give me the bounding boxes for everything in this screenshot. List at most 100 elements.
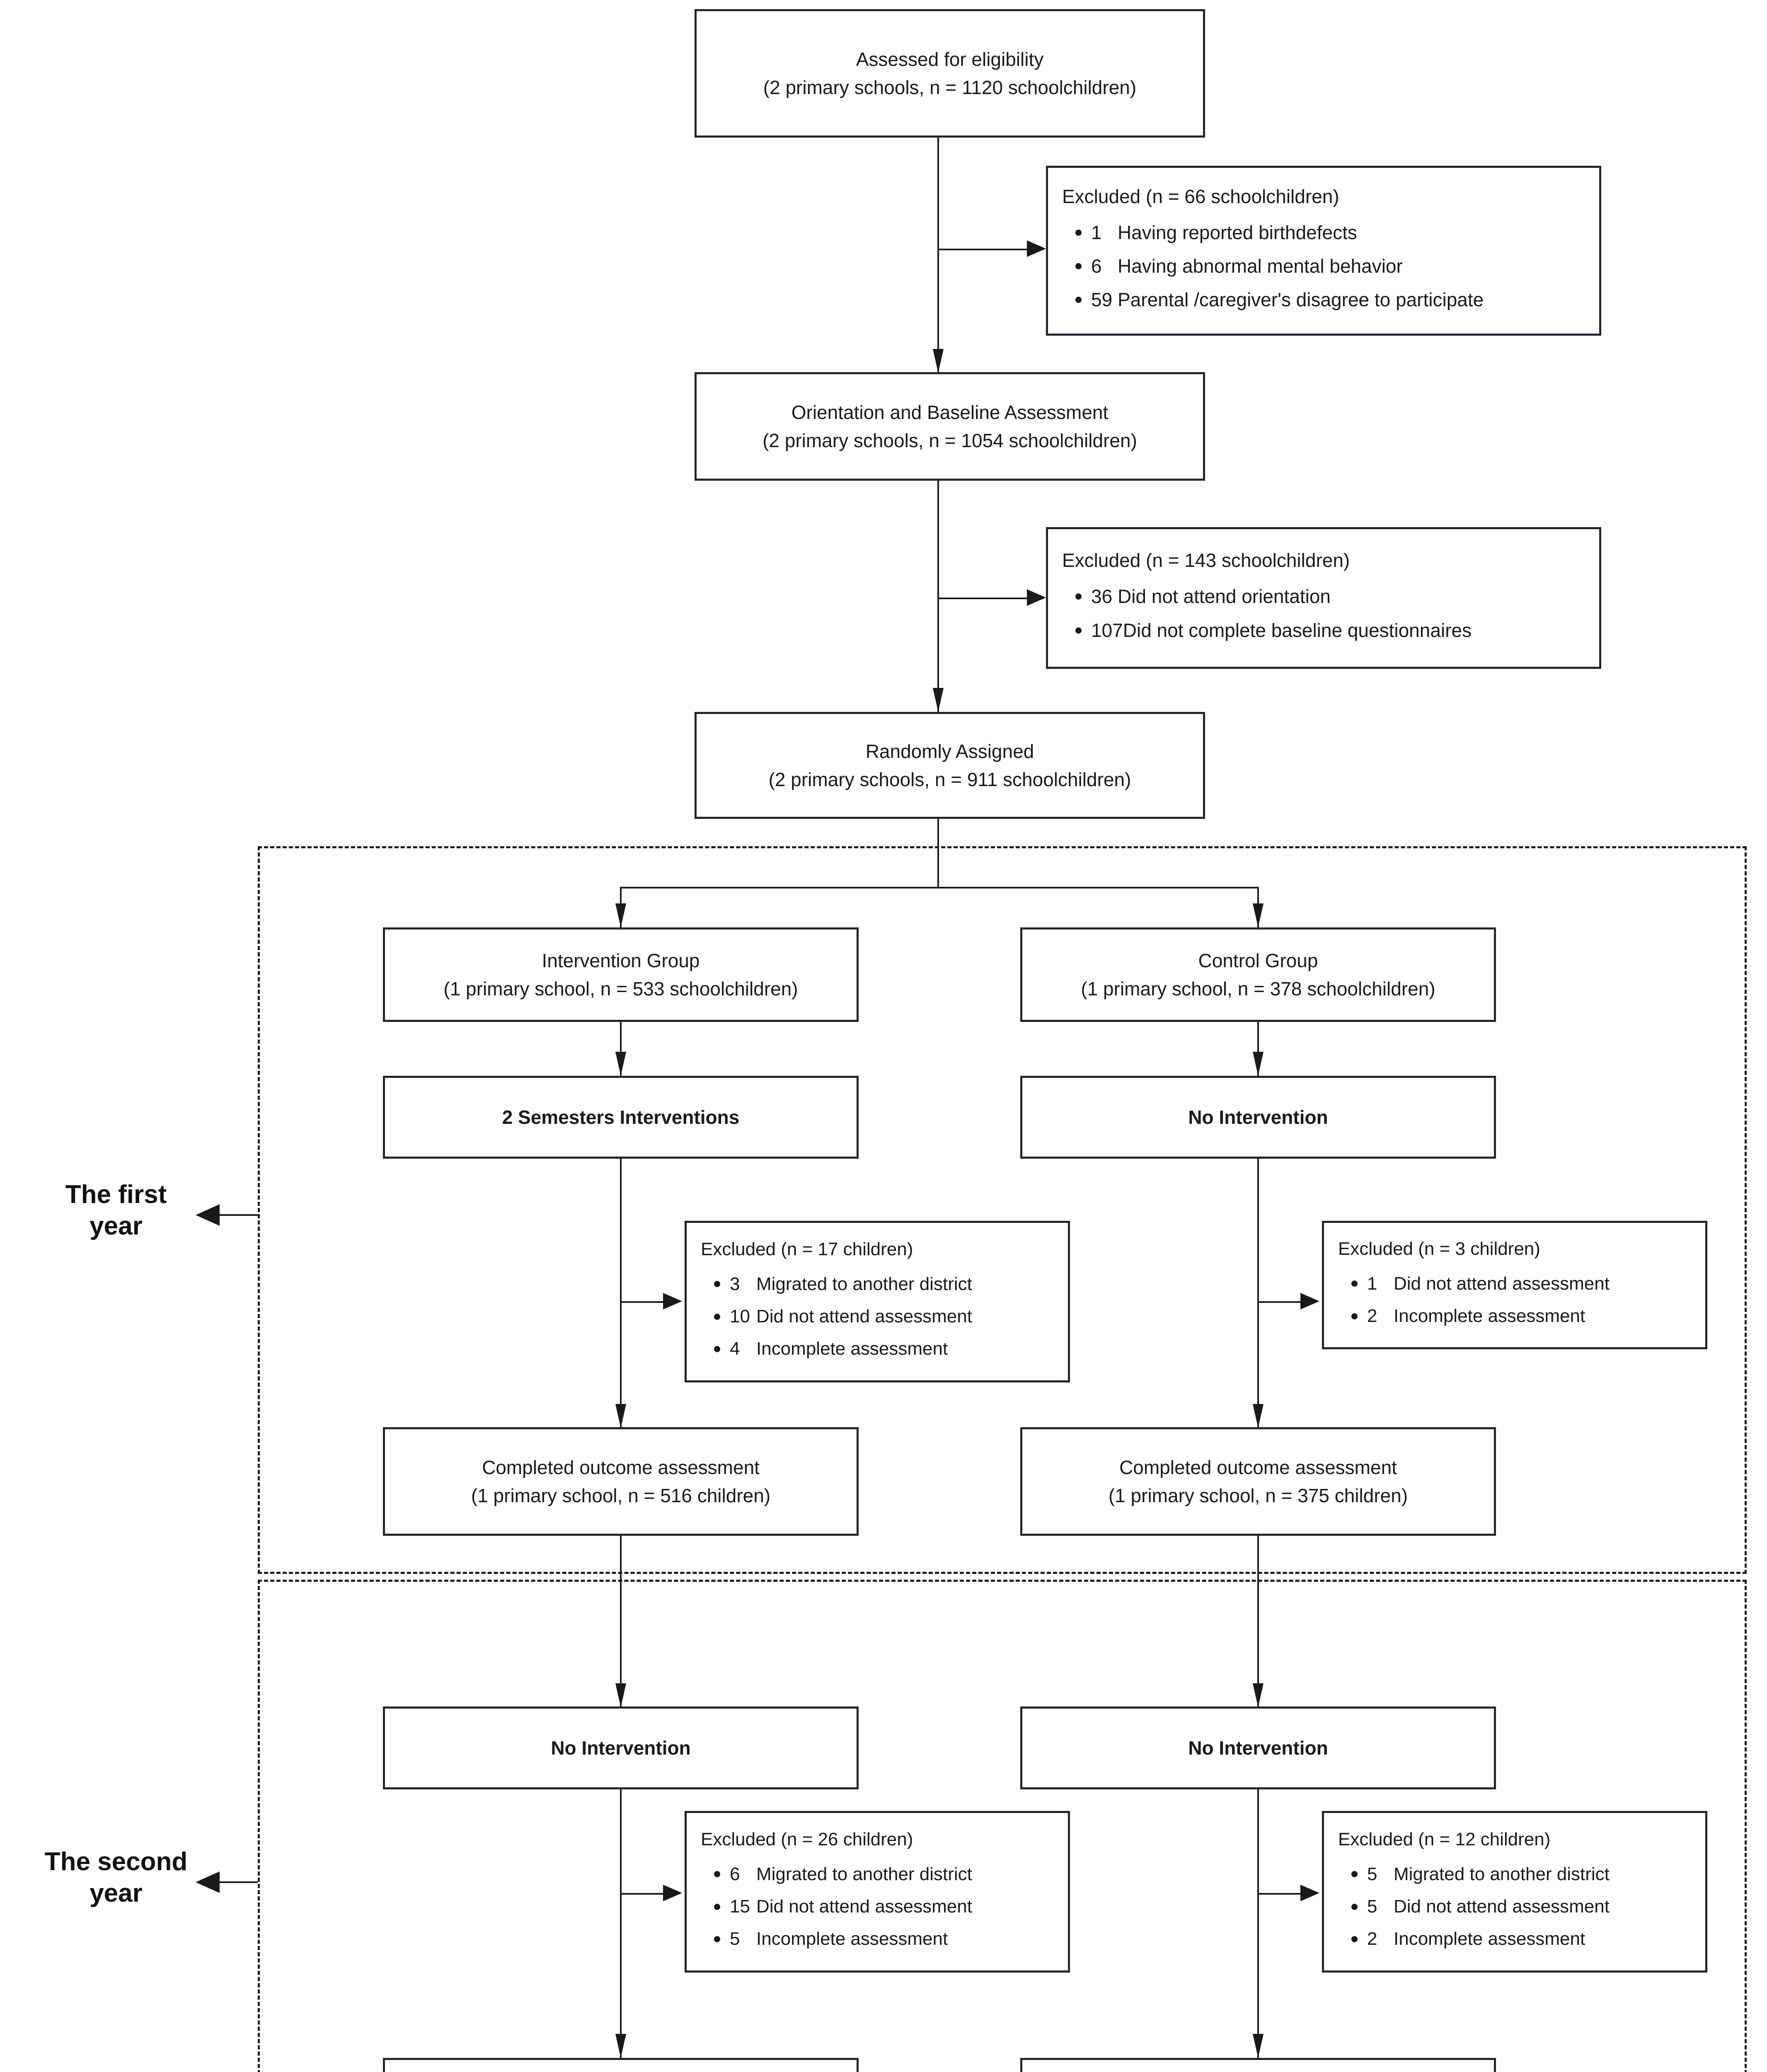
arrowhead-to-excluded-1 [1027, 240, 1046, 257]
connector-control-to-excluded-year-one [1257, 1301, 1313, 1303]
box-two-semesters-interventions: 2 Semesters Interventions [383, 1076, 859, 1159]
control-allocation-title: Control Group [1198, 949, 1318, 971]
label-second-year: The second year [44, 1847, 188, 1907]
box-control-group: Control Group (1 primary school, n = 378… [1020, 927, 1496, 1022]
control-allocation-detail: (1 primary school, n = 378 schoolchildre… [1081, 978, 1435, 1000]
arrowhead-to-intervention-excluded-year-one [663, 1293, 682, 1310]
randomized-title: Randomly Assigned [865, 740, 1034, 762]
control-outcome-year-one-detail: (1 primary school, n = 375 children) [1108, 1485, 1408, 1506]
excluded-intervention-year-one-title: Excluded (n = 17 children) [701, 1239, 913, 1259]
connector-eligibility-to-baseline [937, 138, 939, 373]
box-intervention-no-intervention-year-two: No Intervention [383, 1706, 859, 1789]
intervention-allocation-detail: (1 primary school, n = 533 schoolchildre… [443, 978, 798, 1000]
box-outcome-control-year-one: Completed outcome assessment (1 primary … [1020, 1427, 1496, 1536]
connector-intervention-to-excluded-year-one [620, 1301, 675, 1303]
arrowhead-to-intervention-year-two [615, 1683, 626, 1707]
arrowhead-to-control-excluded-year-two [1300, 1885, 1319, 1901]
connector-eligibility-to-excluded-1 [937, 249, 1043, 250]
arrowhead-to-control-outcome-year-one [1253, 1404, 1264, 1428]
excluded-intervention-year-two-title: Excluded (n = 26 children) [701, 1829, 913, 1849]
arrowhead-to-intervention-outcome-year-two [615, 2034, 626, 2058]
box-outcome-control-year-two: Completed outcome assessment (1 primary … [1020, 2058, 1496, 2072]
intervention-allocation-title: Intervention Group [542, 949, 700, 971]
box-assessed-for-eligibility: Assessed for eligibility (2 primary scho… [695, 9, 1205, 138]
connector-first-year-label [220, 1214, 258, 1216]
box-outcome-intervention-year-one: Completed outcome assessment (1 primary … [383, 1427, 859, 1536]
connector-control-year-one-to-year-two [1257, 1536, 1259, 1706]
arrowhead-to-excluded-2 [1027, 589, 1046, 606]
arrowhead-to-control-year-two [1253, 1683, 1264, 1707]
arrowhead-to-control-group [1253, 903, 1264, 927]
connector-randomized-stem [937, 819, 939, 888]
arrowhead-to-intervention-outcome-year-one [615, 1404, 626, 1428]
connector-intervention-treatment-to-outcome [620, 1159, 622, 1427]
connector-control-year-two-to-outcome [1257, 1789, 1259, 2058]
connector-intervention-year-two-to-outcome [620, 1789, 622, 2058]
connector-second-year-label [220, 1881, 258, 1883]
control-outcome-year-one-title: Completed outcome assessment [1119, 1456, 1397, 1478]
baseline-detail: (2 primary schools, n = 1054 schoolchild… [762, 430, 1137, 451]
intervention-outcome-year-one-detail: (1 primary school, n = 516 children) [471, 1485, 771, 1506]
connector-baseline-to-randomized [937, 481, 939, 713]
connector-baseline-to-excluded-2 [937, 598, 1043, 599]
connector-intervention-to-excluded-year-two [620, 1893, 675, 1895]
box-intervention-group: Intervention Group (1 primary school, n … [383, 927, 859, 1022]
connector-randomized-split [620, 887, 1258, 888]
randomized-detail: (2 primary schools, n = 911 schoolchildr… [768, 769, 1131, 790]
arrowhead-to-intervention-excluded-year-two [663, 1885, 682, 1901]
intervention-treatment-label: 2 Semesters Interventions [502, 1106, 740, 1128]
box-control-no-intervention-year-one: No Intervention [1020, 1076, 1496, 1159]
box-orientation-baseline-assessment: Orientation and Baseline Assessment (2 p… [695, 372, 1205, 481]
list-item: 107Did not complete baseline questionnai… [1075, 616, 1472, 644]
intervention-outcome-year-one-title: Completed outcome assessment [482, 1456, 760, 1478]
box-randomly-assigned: Randomly Assigned (2 primary schools, n … [695, 712, 1205, 819]
arrowhead-first-year-label [196, 1204, 220, 1226]
arrowhead-to-control-excluded-year-one [1300, 1293, 1319, 1310]
box-outcome-intervention-year-two: Completed outcome assessment (1 primary … [383, 2058, 859, 2072]
arrowhead-to-intervention-group [615, 903, 626, 927]
arrowhead-second-year-label [196, 1871, 220, 1893]
excluded-2-title: Excluded (n = 143 schoolchildren) [1062, 549, 1350, 571]
control-treatment-label: No Intervention [1188, 1106, 1328, 1128]
label-first-year: The first year [65, 1180, 167, 1240]
excluded-control-year-two-title: Excluded (n = 12 children) [1338, 1829, 1551, 1849]
baseline-title: Orientation and Baseline Assessment [791, 401, 1109, 423]
arrowhead-to-control-outcome-year-two [1253, 2034, 1264, 2058]
connector-control-treatment-to-outcome [1257, 1159, 1259, 1427]
arrowhead-to-intervention-treatment [615, 1052, 626, 1076]
control-treatment-year-two-label: No Intervention [1188, 1737, 1328, 1759]
arrowhead-to-randomized [933, 688, 944, 712]
excluded-control-year-one-title: Excluded (n = 3 children) [1338, 1238, 1540, 1259]
arrowhead-to-control-treatment [1253, 1052, 1264, 1076]
box-control-no-intervention-year-two: No Intervention [1020, 1706, 1496, 1789]
intervention-treatment-year-two-label: No Intervention [551, 1737, 691, 1759]
connector-intervention-allocation-to-treatment [620, 1022, 622, 1076]
eligibility-detail: (2 primary schools, n = 1120 schoolchild… [763, 77, 1137, 98]
arrowhead-to-baseline [933, 349, 944, 373]
